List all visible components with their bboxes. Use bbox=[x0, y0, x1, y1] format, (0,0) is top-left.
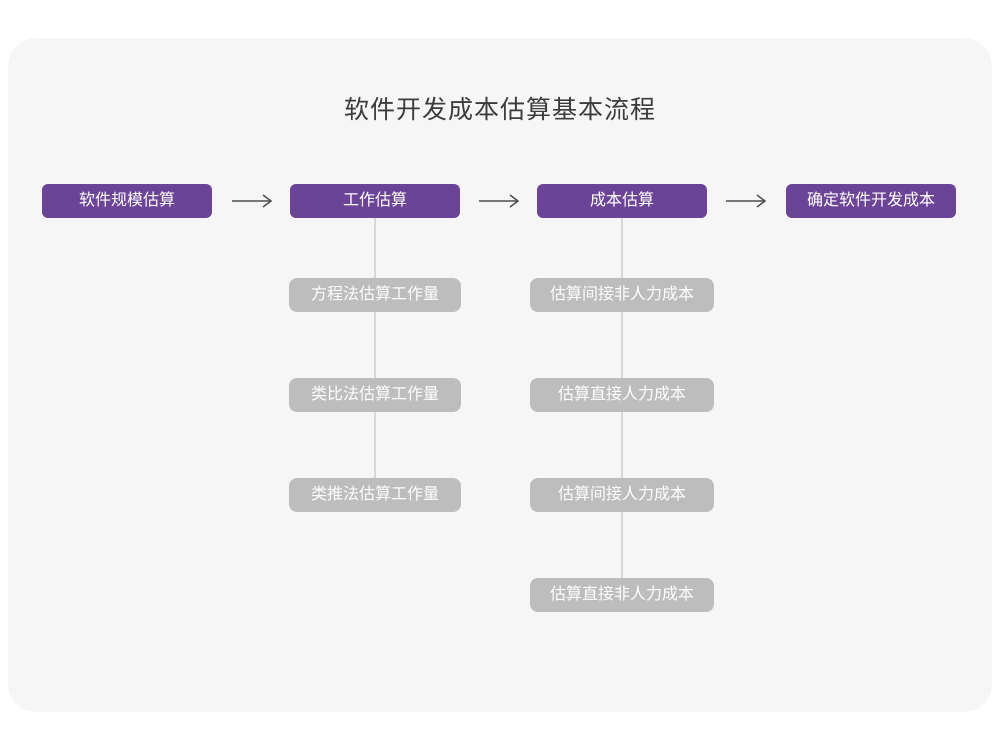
diagram-card: 软件开发成本估算基本流程 软件规模估算 工作估算 成本估算 确定软件开发成本 方… bbox=[8, 38, 992, 712]
substep-node-extrapolation-method: 类推法估算工作量 bbox=[289, 478, 461, 512]
substep-node-analogy-method: 类比法估算工作量 bbox=[289, 378, 461, 412]
substep-node-indirect-nonlabor-cost: 估算间接非人力成本 bbox=[530, 278, 714, 312]
arrow-right-icon bbox=[479, 194, 520, 208]
substep-node-direct-nonlabor-cost: 估算直接非人力成本 bbox=[530, 578, 714, 612]
substep-node-indirect-labor-cost: 估算间接人力成本 bbox=[530, 478, 714, 512]
stage-node-cost-estimation: 成本估算 bbox=[537, 184, 707, 218]
arrow-right-icon bbox=[726, 194, 767, 208]
stage-node-determine-development-cost: 确定软件开发成本 bbox=[786, 184, 956, 218]
stage-node-work-estimation: 工作估算 bbox=[290, 184, 460, 218]
substep-node-direct-labor-cost: 估算直接人力成本 bbox=[530, 378, 714, 412]
arrow-right-icon bbox=[232, 194, 273, 208]
diagram-title: 软件开发成本估算基本流程 bbox=[343, 96, 656, 124]
connector-line-work bbox=[374, 217, 376, 493]
substep-node-equation-method: 方程法估算工作量 bbox=[289, 278, 461, 312]
stage-node-software-size-estimation: 软件规模估算 bbox=[42, 184, 212, 218]
